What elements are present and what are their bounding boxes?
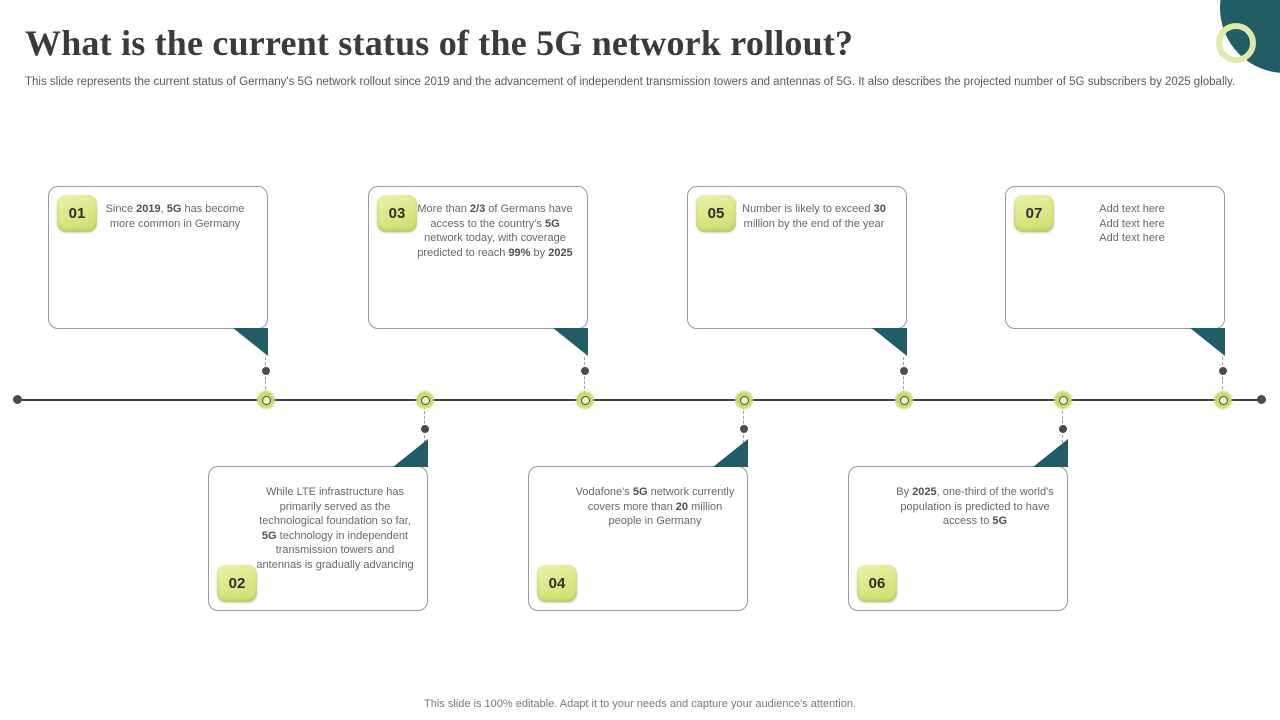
step-text: Number is likely to exceed 30 million by… xyxy=(742,203,886,230)
marker-ring-icon xyxy=(420,395,430,405)
timeline-line xyxy=(17,399,1262,401)
footer-note: This slide is 100% editable. Adapt it to… xyxy=(424,698,856,710)
pointer-triangle-icon xyxy=(393,439,428,467)
connector-04 xyxy=(740,406,748,443)
step-number-badge: 06 xyxy=(857,565,897,602)
marker-ring-icon xyxy=(1218,395,1228,405)
timeline-box-04: 04 Vodafone's 5G network currently cover… xyxy=(528,439,748,611)
timeline-marker-04 xyxy=(734,390,754,410)
connector-02 xyxy=(421,406,429,443)
step-number-badge: 01 xyxy=(57,195,97,232)
connector-dot xyxy=(262,367,270,375)
step-number-badge: 07 xyxy=(1014,195,1054,232)
timeline-box-05: 05 Number is likely to exceed 30 million… xyxy=(687,186,907,356)
step-text: Since 2019, 5G has become more common in… xyxy=(105,203,245,230)
step-number-badge: 03 xyxy=(377,195,417,232)
connector-03 xyxy=(581,357,589,394)
connector-05 xyxy=(900,357,908,394)
timeline-box-01: 01 Since 2019, 5G has become more common… xyxy=(48,186,268,356)
connector-dot xyxy=(740,425,748,433)
step-text: By 2025, one-third of the world's popula… xyxy=(896,486,1054,527)
pointer-triangle-icon xyxy=(1033,439,1068,467)
step-text: While LTE infrastructure has primarily s… xyxy=(256,486,414,571)
marker-ring-icon xyxy=(899,395,909,405)
timeline-marker-07 xyxy=(1213,390,1233,410)
timeline-marker-01 xyxy=(256,390,276,410)
timeline-marker-06 xyxy=(1053,390,1073,410)
pointer-triangle-icon xyxy=(553,328,588,356)
connector-01 xyxy=(262,357,270,394)
timeline-box-06: 06 By 2025, one-third of the world's pop… xyxy=(848,439,1068,611)
connector-dot xyxy=(1219,367,1227,375)
connector-dot xyxy=(1059,425,1067,433)
timeline-box-03: 03 More than 2/3 of Germans have access … xyxy=(368,186,588,356)
step-number-badge: 02 xyxy=(217,565,257,602)
timeline-marker-05 xyxy=(894,390,914,410)
marker-ring-icon xyxy=(1058,395,1068,405)
pointer-triangle-icon xyxy=(872,328,907,356)
connector-07 xyxy=(1219,357,1227,394)
step-number-badge: 04 xyxy=(537,565,577,602)
timeline-box-02: 02 While LTE infrastructure has primaril… xyxy=(208,439,428,611)
timeline-marker-02 xyxy=(415,390,435,410)
step-text: Vodafone's 5G network currently covers m… xyxy=(575,486,735,527)
ring-icon xyxy=(1216,23,1256,63)
pointer-triangle-icon xyxy=(1190,328,1225,356)
marker-ring-icon xyxy=(261,395,271,405)
connector-06 xyxy=(1059,406,1067,443)
connector-dot xyxy=(421,425,429,433)
step-text: Add text here Add text here Add text her… xyxy=(1099,203,1165,244)
pointer-triangle-icon xyxy=(713,439,748,467)
pointer-triangle-icon xyxy=(233,328,268,356)
marker-ring-icon xyxy=(739,395,749,405)
step-text: More than 2/3 of Germans have access to … xyxy=(417,203,573,259)
marker-ring-icon xyxy=(580,395,590,405)
timeline-start-dot xyxy=(13,395,22,404)
connector-dot xyxy=(900,367,908,375)
page-title: What is the current status of the 5G net… xyxy=(25,23,854,63)
connector-dot xyxy=(581,367,589,375)
timeline-end-dot xyxy=(1257,395,1266,404)
step-number-badge: 05 xyxy=(696,195,736,232)
timeline-marker-03 xyxy=(575,390,595,410)
slide-description: This slide represents the current status… xyxy=(25,76,1236,88)
timeline-box-07: 07 Add text here Add text here Add text … xyxy=(1005,186,1225,356)
